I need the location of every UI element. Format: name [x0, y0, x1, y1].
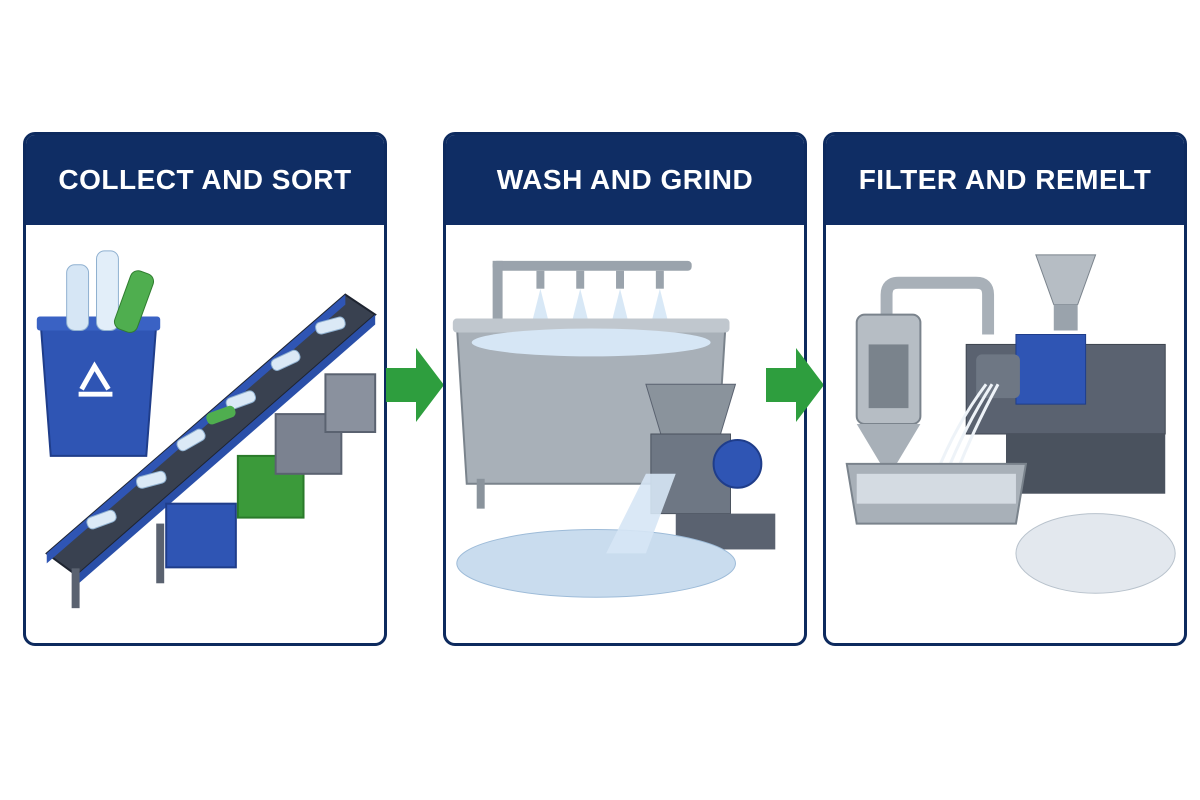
arrow-right-icon	[386, 348, 444, 422]
stage-title: WASH AND GRIND	[446, 135, 804, 225]
arrow-right-icon	[766, 348, 824, 422]
bottle-conveyor-sorting-bins-icon	[26, 225, 384, 643]
stage-wash-and-grind: WASH AND GRIND	[443, 132, 807, 646]
stage-title: FILTER AND REMELT	[826, 135, 1184, 225]
wash-tank-grinder-icon	[446, 225, 804, 643]
stage-title: COLLECT AND SORT	[26, 135, 384, 225]
stage-collect-and-sort: COLLECT AND SORT	[23, 132, 387, 646]
stage-filter-and-remelt: FILTER AND REMELT	[823, 132, 1187, 646]
filter-extruder-pellets-icon	[826, 225, 1184, 643]
